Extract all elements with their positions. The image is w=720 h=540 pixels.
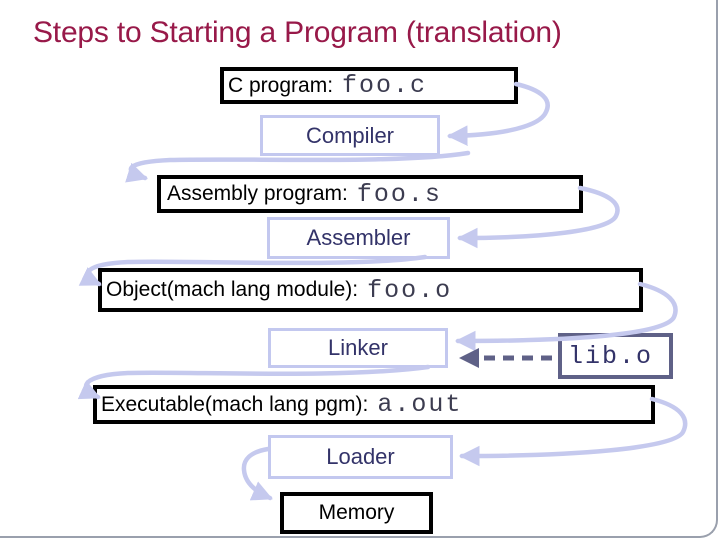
node-assembly-label: Assembly program: xyxy=(167,182,348,205)
arrow-loader-to-memory xyxy=(241,446,273,501)
node-executable-label: Executable(mach lang pgm): xyxy=(101,392,369,416)
node-c-program-label: C program: xyxy=(228,73,334,97)
node-lib: lib.o xyxy=(558,333,673,379)
node-c-program-filename: foo.c xyxy=(342,71,428,100)
slide-title: Steps to Starting a Program (translation… xyxy=(33,16,562,49)
node-object-label: Object(mach lang module): xyxy=(106,278,359,301)
node-linker-label: Linker xyxy=(328,335,388,360)
node-c-program: C program: foo.c xyxy=(220,67,518,104)
node-assembler-label: Assembler xyxy=(306,225,411,250)
node-assembly-filename: foo.s xyxy=(356,179,442,209)
node-loader-label: Loader xyxy=(326,444,395,469)
node-executable: Executable(mach lang pgm): a.out xyxy=(93,385,655,424)
node-loader: Loader xyxy=(268,435,453,479)
node-lib-filename: lib.o xyxy=(568,341,654,371)
node-compiler-label: Compiler xyxy=(305,122,395,148)
node-linker: Linker xyxy=(268,328,448,368)
node-executable-filename: a.out xyxy=(377,390,463,419)
node-object-filename: foo.o xyxy=(367,275,453,305)
node-object: Object(mach lang module): foo.o xyxy=(98,268,643,312)
node-compiler: Compiler xyxy=(260,115,440,156)
node-assembler: Assembler xyxy=(267,217,450,259)
node-memory: Memory xyxy=(280,492,433,534)
node-assembly-program: Assembly program: foo.s xyxy=(157,175,583,213)
node-memory-label: Memory xyxy=(318,501,395,524)
